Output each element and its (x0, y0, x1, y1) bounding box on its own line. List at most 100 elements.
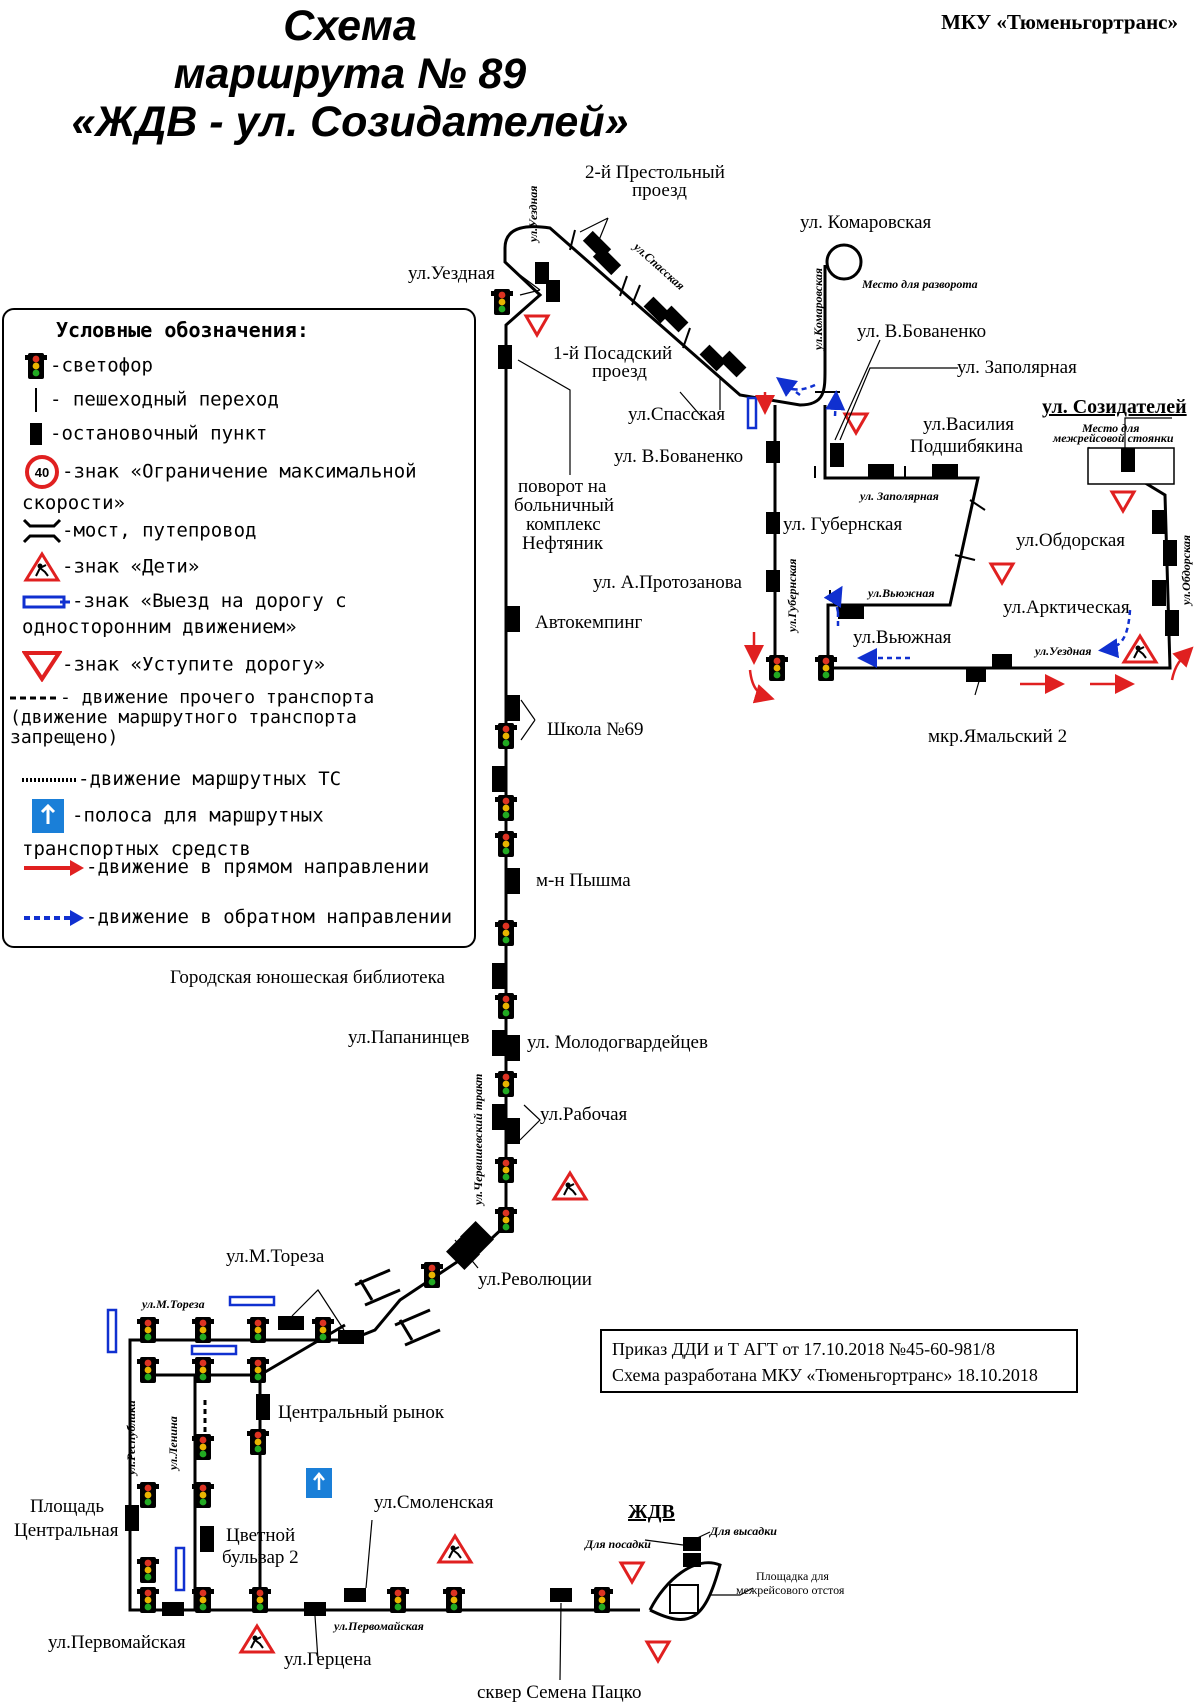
order-note-box: Приказ ДДИ и Т АГТ от 17.10.2018 №45-60-… (600, 1329, 1078, 1393)
legend-text: -знак «Ограничение максимальной скорости… (22, 460, 417, 515)
legend-text: -знак «Уступите дорогу» (62, 653, 326, 676)
label-layover-b: межрейсового отстоя (736, 1583, 845, 1597)
legend-item: -знак «Уступите дорогу» (22, 648, 325, 682)
legend-item: -светофор (22, 352, 153, 380)
label-hospital-b: больничный (514, 495, 614, 516)
traffic-light-icon (25, 353, 47, 379)
legend-item: -движение в прямом направлении (22, 854, 462, 880)
label-ploshchad-b: Центральная (14, 1520, 119, 1541)
bus-stop (661, 305, 689, 333)
bus-stop (932, 464, 958, 478)
label-zapolyarnaya: ул. Заполярная (957, 357, 1077, 378)
turnaround-circle (825, 243, 863, 281)
label-posadsky1-b: проезд (592, 361, 647, 382)
label-school: Школа №69 (547, 719, 643, 740)
legend-text: -остановочный пункт (50, 422, 268, 445)
label-posadsky1: 1-й Посадский (553, 343, 672, 364)
bus-stop (683, 1537, 701, 1551)
label-parking-b: межрейсовой стоянки (1052, 431, 1174, 445)
bus-stop (546, 280, 560, 302)
label-bovanenko-top: ул. В.Бованенко (857, 321, 986, 342)
bus-stop (200, 1526, 214, 1552)
red-arrow-icon (24, 859, 84, 876)
bus-stop (766, 570, 780, 592)
bus-stop (125, 1505, 139, 1531)
label-uezdnaya: ул.Уездная (408, 263, 495, 284)
bus-stop (492, 1030, 506, 1056)
street-vyuzhnaya: ул.Вьюжная (866, 586, 935, 600)
label-sozidateley: ул. Созидателей (1042, 396, 1187, 418)
label-komarovskaya: ул. Комаровская (800, 212, 932, 233)
legend-text: -полоса для маршрутных транспортных сред… (22, 804, 324, 861)
bus-stop (766, 441, 780, 463)
street-respubliki: ул.Республики (124, 1400, 138, 1477)
legend-text: -светофор (50, 354, 153, 377)
title-line-1: Схема (283, 2, 417, 50)
bus-stop (506, 606, 520, 632)
legend-item: -знак «Дети» (22, 550, 199, 584)
legend-text: -знак «Дети» (62, 555, 200, 578)
label-smolenskaya: ул.Смоленская (374, 1492, 494, 1513)
legend-title: Условные обозначения: (56, 318, 309, 342)
bus-stop (498, 345, 512, 369)
bus-stop (830, 443, 844, 467)
bus-stop (868, 464, 894, 478)
label-turnaround: Место для разворота (861, 277, 978, 291)
bridge-icon (354, 1268, 441, 1347)
bus-stop (492, 1104, 506, 1130)
leader-lines (291, 217, 1172, 1681)
bus-stop (838, 605, 864, 619)
legend-text: - движение прочего транспорта (движение … (10, 687, 375, 748)
label-bovanenko: ул. В.Бованенко (614, 446, 743, 467)
label-hospital-d: Нефтяник (522, 533, 604, 554)
map-title: Схема маршрута № 89 «ЖДВ - ул. Созидател… (20, 2, 680, 146)
bus-stop-icon (30, 423, 42, 445)
bus-stop (1163, 540, 1177, 566)
legend-item: - пешеходный переход (22, 386, 279, 414)
bus-stop (766, 512, 780, 534)
legend-box: Условные обозначения: -светофор - пешехо… (2, 308, 476, 948)
bus-stop (550, 1588, 572, 1602)
legend-item: -остановочный пункт (22, 420, 267, 448)
legend-text: -движение в прямом направлении (86, 856, 430, 878)
street-uezdnaya: ул.Уездная (526, 186, 540, 244)
bus-lane-sign-icon (32, 799, 64, 833)
one-way-exit-sign-icon (22, 595, 70, 608)
label-library: Городская юношеская библиотека (170, 967, 446, 988)
bus-stop (1152, 510, 1166, 534)
label-obdorskaya: ул.Обдорская (1016, 530, 1125, 551)
bus-stop (592, 246, 622, 276)
label-prestolny2-b: проезд (632, 180, 687, 201)
main-route-line (503, 225, 827, 1225)
map-labels: 2-й Престольный проезд ул.Уездная ул.Уез… (14, 162, 1193, 1703)
street-zapolyarnaya: ул. Заполярная (858, 489, 939, 503)
legend-text: -движение маршрутных ТС (78, 768, 342, 790)
label-layover: Площадка для (756, 1569, 829, 1583)
legend-text: -мост, путепровод (62, 519, 257, 542)
pedestrian-crossing-icon (35, 388, 37, 412)
layover-box (669, 1584, 699, 1614)
organization-name: МКУ «Тюменьгортранс» (941, 10, 1178, 34)
label-ploshchad: Площадь (30, 1496, 104, 1517)
label-patsko: сквер Семена Пацко (477, 1682, 641, 1703)
label-prestolny2: 2-й Престольный (585, 162, 725, 183)
label-zhdv: ЖДВ (628, 1501, 675, 1523)
bus-stop (506, 1035, 520, 1061)
legend-item: -мост, путепровод (22, 516, 256, 546)
street-toreza: ул.М.Тореза (140, 1297, 205, 1311)
street-uezdnaya-2: ул.Уездная (1033, 644, 1091, 658)
svg-text:40: 40 (35, 465, 49, 480)
bus-stop (683, 1553, 701, 1567)
bus-stop (966, 668, 986, 682)
label-papanintsev: ул.Папанинцев (348, 1027, 470, 1048)
bus-stop (256, 1394, 270, 1420)
bus-stop (992, 654, 1012, 668)
blue-dashed-arrow-icon (24, 909, 84, 926)
label-tsentralny-rynok: Центральный рынок (278, 1402, 445, 1423)
legend-item: -движение маршрутных ТС (22, 766, 341, 792)
route-line-icon (22, 777, 76, 782)
label-hospital: поворот на (518, 476, 607, 497)
red-direction-arrows (744, 392, 1194, 704)
dashed-line-icon (10, 696, 60, 700)
